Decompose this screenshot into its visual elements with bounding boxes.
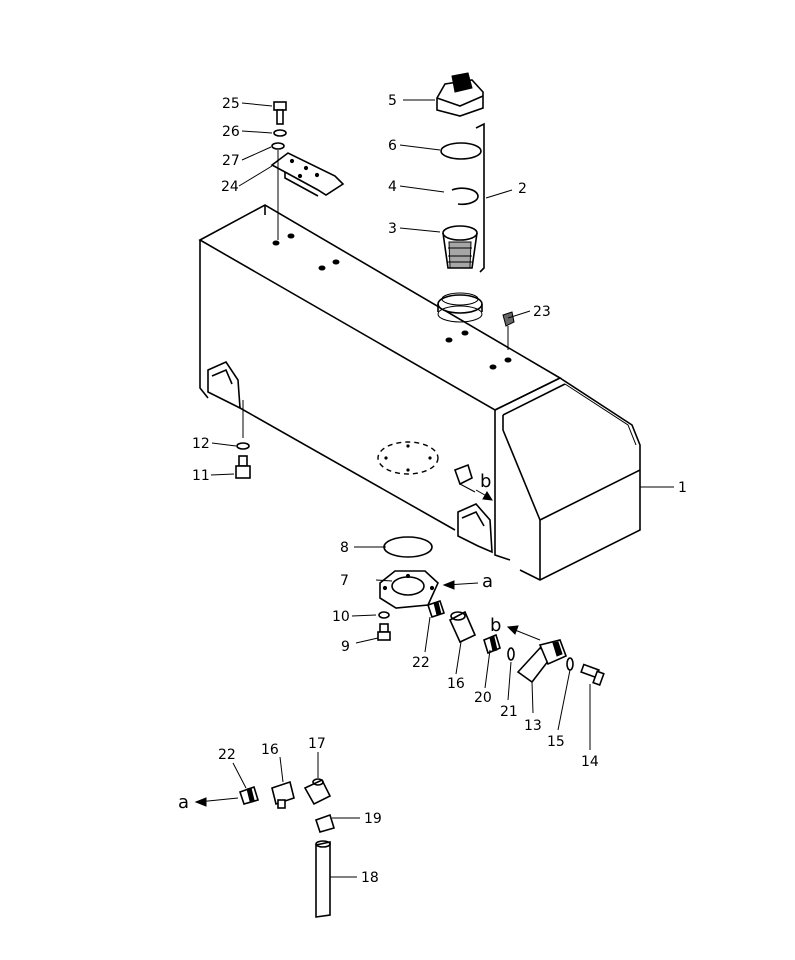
callout-21: 21 xyxy=(500,704,518,720)
callout-18: 18 xyxy=(361,870,379,886)
connector-22-lower xyxy=(238,785,260,805)
o-ring xyxy=(440,142,482,160)
callout-16-upper: 16 xyxy=(447,676,465,692)
callout-8: 8 xyxy=(340,540,349,556)
callout-2: 2 xyxy=(518,181,527,197)
fuel-tank-body xyxy=(198,204,641,581)
elbow-16-upper xyxy=(448,610,477,644)
drain-plug xyxy=(502,311,515,350)
bracket-bolt xyxy=(273,101,287,125)
reference-arrows xyxy=(194,489,541,807)
callout-1: 1 xyxy=(678,480,687,496)
callout-14: 14 xyxy=(581,754,599,770)
callout-19: 19 xyxy=(364,811,382,827)
connector-22-upper xyxy=(426,599,446,619)
callout-6: 6 xyxy=(388,138,397,154)
callout-7: 7 xyxy=(340,573,349,589)
callout-3: 3 xyxy=(388,221,397,237)
callout-labels: 1 2 3 4 5 6 7 8 9 10 11 12 13 14 15 16 1… xyxy=(178,93,687,886)
elbow-17 xyxy=(303,778,332,806)
clamp-19 xyxy=(314,813,336,833)
callout-25: 25 xyxy=(222,96,240,112)
spring-washer xyxy=(273,129,287,137)
callout-10: 10 xyxy=(332,609,350,625)
cover-washer xyxy=(378,611,390,619)
callout-5: 5 xyxy=(388,93,397,109)
callout-16-lower: 16 xyxy=(261,742,279,758)
foot-washer xyxy=(236,442,250,450)
cover-o-ring xyxy=(383,536,433,558)
hose-18 xyxy=(315,840,331,918)
callout-24: 24 xyxy=(221,179,239,195)
ref-a-lower: a xyxy=(178,792,189,813)
strainer xyxy=(442,225,478,269)
callout-23: 23 xyxy=(533,304,551,320)
mounting-bracket xyxy=(270,152,345,197)
drain-cover xyxy=(379,570,439,609)
callout-13: 13 xyxy=(524,718,542,734)
ref-b-upper: b xyxy=(490,615,501,636)
callout-17: 17 xyxy=(308,736,326,752)
callout-22-lower: 22 xyxy=(218,747,236,763)
callout-22-upper: 22 xyxy=(412,655,430,671)
elbow-16-lower xyxy=(271,780,295,809)
bolt-14 xyxy=(580,663,605,687)
ref-b-lower: b xyxy=(480,471,491,492)
level-gauge-rod xyxy=(475,122,485,273)
callout-11: 11 xyxy=(192,468,210,484)
callout-26: 26 xyxy=(222,124,240,140)
o-ring-21 xyxy=(507,647,515,661)
o-ring-15 xyxy=(566,657,574,671)
snap-ring xyxy=(451,187,479,206)
connector-20 xyxy=(483,633,501,655)
callout-20: 20 xyxy=(474,690,492,706)
foot-bolt xyxy=(235,455,251,479)
callout-9: 9 xyxy=(341,639,350,655)
plain-washer xyxy=(271,142,285,150)
callout-27: 27 xyxy=(222,153,240,169)
callout-12: 12 xyxy=(192,436,210,452)
ref-a-upper: a xyxy=(482,571,493,592)
valve-13 xyxy=(516,639,568,684)
callout-15: 15 xyxy=(547,734,565,750)
leader-lines xyxy=(210,99,674,878)
cover-bolt xyxy=(377,623,391,641)
callout-4: 4 xyxy=(388,179,397,195)
filler-cap xyxy=(436,72,484,117)
